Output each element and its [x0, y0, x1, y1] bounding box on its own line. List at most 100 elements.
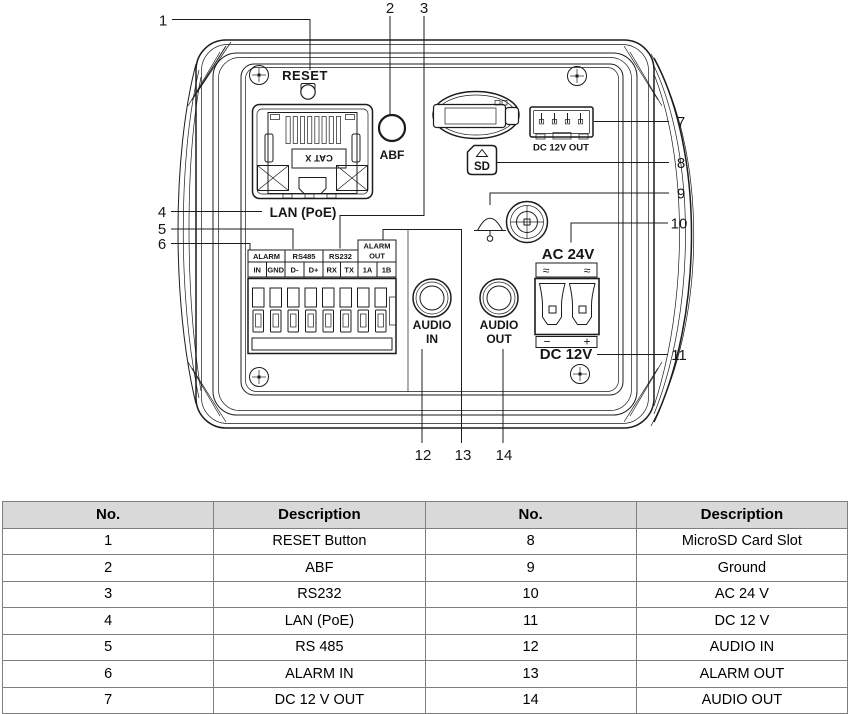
- svg-text:2: 2: [386, 0, 394, 17]
- svg-text:10: 10: [671, 216, 688, 233]
- legend-cell: MicroSD Card Slot: [635, 527, 849, 555]
- panel-screws: [249, 65, 590, 387]
- bezel: [212, 52, 638, 416]
- svg-text:11: 11: [671, 347, 687, 364]
- callouts: 1 2 3 4 5 6 7: [158, 0, 688, 464]
- callout-14: 14: [496, 349, 513, 464]
- legend-cell: DC 12 V OUT: [213, 686, 426, 714]
- svg-text:12: 12: [415, 447, 432, 464]
- legend-cell: 9: [424, 554, 637, 582]
- dc12v-out-label: DC 12V OUT: [533, 143, 589, 154]
- audio-out-label: AUDIO: [480, 318, 519, 332]
- legend-cell: 8: [424, 527, 637, 555]
- legend-cell: RS232: [213, 580, 426, 608]
- microsd-slot: [432, 90, 520, 140]
- legend-cell: 13: [424, 660, 637, 688]
- legend-row: 5 RS 485 12 AUDIO IN: [1, 633, 849, 661]
- power-connector: AC 24V ≈ ≈ − + DC 12V: [534, 246, 600, 363]
- ac24v-label: AC 24V: [542, 246, 595, 263]
- lan-label: LAN (PoE): [270, 205, 337, 220]
- callout-11: 11: [597, 347, 687, 364]
- legend-cell: 1: [1, 527, 215, 555]
- legend-cell: ALARM IN: [213, 660, 426, 688]
- legend-cell: AC 24 V: [635, 580, 849, 608]
- legend-cell: 3: [1, 580, 215, 608]
- sd-label: SD: [474, 161, 490, 173]
- legend-row: 3 RS232 10 AC 24 V: [1, 580, 849, 608]
- reset-button: RESET: [282, 68, 328, 100]
- housing-right-edge: [653, 57, 693, 423]
- legend-cell: AUDIO IN: [635, 633, 849, 661]
- terminal-block-slots: [252, 287, 387, 333]
- terminal-block: [247, 277, 397, 355]
- legend-header-description: Description: [213, 501, 426, 529]
- terminal-pin: 1A: [363, 266, 373, 275]
- terminal-pin: D+: [309, 266, 319, 275]
- legend-row: 7 DC 12 V OUT 14 AUDIO OUT: [1, 686, 849, 714]
- legend-table: No. Description No. Description 1 RESET …: [1, 501, 849, 714]
- reset-button-dome: [300, 84, 316, 100]
- terminal-pin: D-: [291, 266, 299, 275]
- legend-cell: 14: [424, 686, 637, 714]
- audio-in-jack: AUDIO IN: [412, 278, 452, 346]
- polarity-plus: +: [583, 335, 590, 349]
- ac-tilde-left: ≈: [543, 264, 550, 278]
- callout-7: 7: [594, 114, 685, 131]
- audio-in-label: AUDIO: [413, 318, 452, 332]
- screw-icon: [570, 364, 590, 384]
- screw-icon: [249, 367, 269, 387]
- callout-5: 5: [158, 221, 294, 249]
- callout-2: 2: [386, 0, 394, 115]
- callout-10: 10: [570, 216, 688, 243]
- callout-1: 1: [159, 13, 311, 70]
- svg-text:IN: IN: [426, 332, 438, 346]
- terminal-group-rs485: RS485: [293, 252, 316, 261]
- svg-text:5: 5: [158, 221, 166, 238]
- legend-row: 6 ALARM IN 13 ALARM OUT: [1, 660, 849, 688]
- svg-text:4: 4: [158, 204, 166, 221]
- legend-cell: Ground: [635, 554, 849, 582]
- legend-row: 4 LAN (PoE) 11 DC 12 V: [1, 607, 849, 635]
- legend-header-no: No.: [424, 501, 637, 529]
- terminal-pin: TX: [344, 266, 354, 275]
- legend-header-row: No. Description No. Description: [1, 501, 849, 529]
- torx-screw-icon: [505, 200, 549, 244]
- svg-text:1: 1: [159, 13, 167, 30]
- svg-text:13: 13: [455, 447, 472, 464]
- svg-text:14: 14: [496, 447, 513, 464]
- rj45-shield-boxes: [257, 165, 368, 191]
- callout-12: 12: [415, 349, 432, 464]
- screw-icon: [249, 65, 269, 85]
- svg-text:OUT: OUT: [369, 252, 385, 261]
- svg-text:9: 9: [677, 186, 685, 203]
- terminal-pin: 1B: [382, 266, 392, 275]
- callout-13: 13: [382, 229, 472, 464]
- legend-cell: RESET Button: [213, 527, 426, 555]
- legend-header-no: No.: [1, 501, 215, 529]
- ground-icon: [474, 217, 506, 242]
- polarity-minus: −: [543, 335, 550, 349]
- ac-tilde-right: ≈: [584, 264, 591, 278]
- legend-cell: 4: [1, 607, 215, 635]
- legend-cell: 10: [424, 580, 637, 608]
- terminal-pin: GND: [267, 266, 284, 275]
- reset-label: RESET: [282, 68, 328, 83]
- dc12v-out-pins: [538, 113, 584, 125]
- sd-card-icon: SD: [466, 144, 498, 176]
- callout-8: 8: [497, 155, 685, 172]
- terminal-pin: IN: [253, 266, 261, 275]
- legend-cell: AUDIO OUT: [635, 686, 849, 714]
- corner-chamfers: [187, 41, 663, 423]
- svg-text:8: 8: [677, 155, 685, 172]
- abf-button: ABF: [377, 113, 407, 162]
- svg-text:7: 7: [677, 114, 685, 131]
- legend-cell: 11: [424, 607, 637, 635]
- legend-cell: 5: [1, 633, 215, 661]
- legend-cell: LAN (PoE): [213, 607, 426, 635]
- terminal-pin: RX: [326, 266, 336, 275]
- legend-cell: 7: [1, 686, 215, 714]
- callout-9: 9: [489, 186, 685, 205]
- legend-row: 2 ABF 9 Ground: [1, 554, 849, 582]
- callout-4: 4: [158, 204, 262, 221]
